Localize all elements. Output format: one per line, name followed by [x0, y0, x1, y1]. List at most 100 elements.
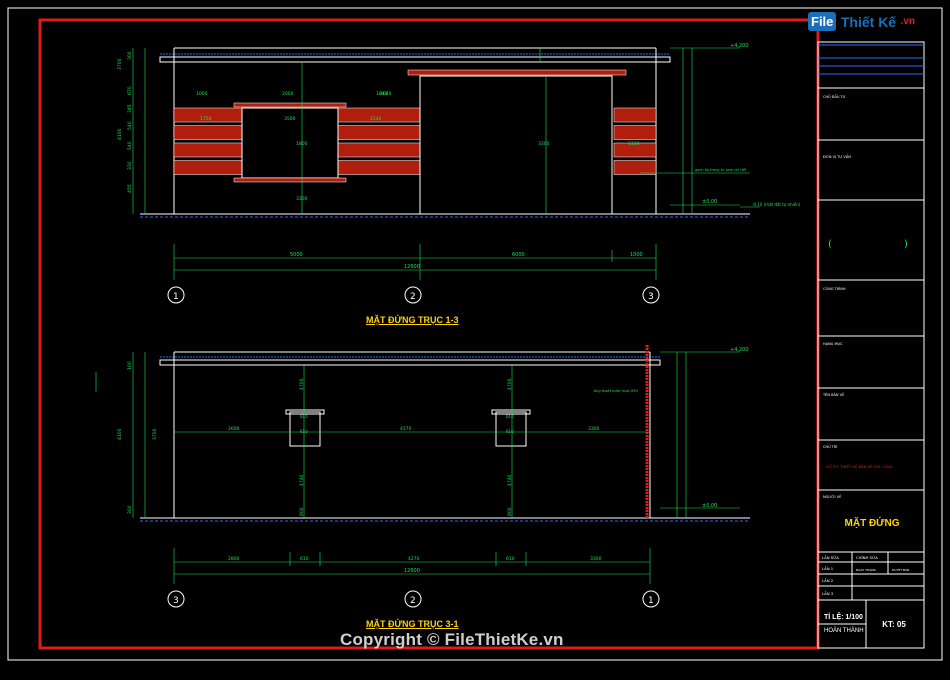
- grid-axis-label: 1: [173, 292, 179, 302]
- title-block-label: NGƯỜI VẼ: [823, 494, 841, 499]
- title-block-label: ĐƠN VỊ TƯ VẤN: [823, 154, 851, 159]
- grid-axis-marker: [642, 590, 660, 608]
- outer-frame: [7, 7, 943, 661]
- title-block-labels: CHỦ ĐẦU TƯ ĐƠN VỊ TƯ VẤN CÔNG TRÌNH HẠNG MỤ…: [822, 94, 909, 596]
- dim-left: 670: [127, 86, 133, 95]
- dim-left: 3700: [152, 428, 158, 440]
- dim-inner: 3500: [284, 116, 296, 122]
- grid-axis-marker: [404, 286, 422, 304]
- dim-part: 4270: [408, 556, 420, 562]
- site-logo: File Thiết Kế .vn: [808, 12, 923, 42]
- dim-overall: 12600: [404, 568, 420, 574]
- dim-part: 6000: [512, 252, 525, 258]
- dim-inner: 2140: [370, 116, 382, 122]
- title-block-label: HẠNG MỤC: [823, 342, 843, 346]
- level-label: ±0,00: [702, 199, 717, 205]
- dim-vertical: 800: [299, 507, 305, 516]
- dim-left: 300: [127, 51, 133, 60]
- dim-left: 300: [127, 505, 133, 514]
- window-opening: [241, 107, 339, 179]
- logo-suffix: .vn: [900, 16, 915, 27]
- logo-box-text: File: [808, 12, 837, 31]
- brick-band: [613, 142, 657, 158]
- grid-axis-marker: [167, 286, 185, 304]
- elevation-1-3: [132, 47, 760, 280]
- dim-part: 610: [300, 556, 309, 562]
- dim-top: 1000: [196, 91, 208, 97]
- dim-window: 610: [506, 429, 514, 434]
- dim-part: 3300: [590, 556, 602, 562]
- dim-top: 2040: [380, 91, 392, 97]
- grid-axis-label: 3: [173, 596, 179, 606]
- title-block-label: CHỦ ĐẦU TƯ: [823, 94, 846, 99]
- dim-inner: 3300: [296, 196, 308, 202]
- dim-left: 4100: [117, 128, 123, 140]
- dim-left: 540: [127, 121, 133, 130]
- elevation-3-1: [95, 345, 750, 584]
- revision-row: LẦN SỬA: [822, 555, 839, 560]
- drawing-code: KT: 05: [882, 620, 906, 629]
- brick-band: [337, 142, 421, 158]
- bracket-close: ): [904, 239, 908, 250]
- dim-top: 1840: [376, 91, 388, 97]
- title-block-label: TÊN BẢN VẼ: [822, 392, 844, 397]
- level-label: -0,10 (mặt đất tự nhiên): [752, 202, 801, 207]
- brick-cladding: [173, 107, 657, 175]
- dim-left: 4100: [117, 428, 123, 440]
- revision-row: LẦN 1: [822, 566, 834, 571]
- dim-span: 2600: [228, 426, 240, 432]
- dim-left: 345: [127, 104, 133, 113]
- title-block-label: CHỦ TRÌ: [823, 444, 837, 449]
- revision-col: DUYỆT BẢN: [892, 567, 909, 572]
- caption-elevation-3-1: MẶT ĐỨNG TRỤC 3-1: [366, 619, 459, 629]
- drawing-title: MẶT ĐỨNG: [844, 518, 900, 529]
- dim-part: 1000: [630, 252, 643, 258]
- dim-vertical: 1700: [299, 378, 305, 390]
- level-label: +4,200: [730, 43, 749, 49]
- copyright-watermark: Copyright © FileThietKe.vn: [340, 630, 564, 649]
- dim-inner: 3300: [538, 141, 550, 147]
- brick-band: [613, 107, 657, 123]
- dim-part: 2800: [228, 556, 240, 562]
- title-block-label: CÔNG TRÌNH: [823, 286, 846, 291]
- brick-band: [337, 125, 421, 140]
- bracket-open: (: [828, 239, 832, 250]
- brick-band: [613, 125, 657, 140]
- vent-window-right: [495, 411, 527, 447]
- date-label: HOÀN THÀNH: [824, 628, 864, 634]
- red-label: HỒ SƠ THIẾT KẾ BẢN VẼ THI CÔNG: [826, 463, 893, 469]
- brick-band: [613, 160, 657, 175]
- door-opening: [419, 75, 613, 215]
- brick-band: [173, 142, 243, 158]
- dim-inner: 1800: [296, 141, 308, 147]
- logo-name: Thiết Kế: [840, 13, 897, 30]
- dim-window: 610: [300, 429, 308, 434]
- level-label: +4,200: [730, 347, 749, 353]
- grid-axis-marker: [642, 286, 660, 304]
- title-block: [817, 41, 925, 649]
- dim-vertical: 1740: [299, 474, 305, 486]
- dim-left: 540: [127, 141, 133, 150]
- grid-axis-label: 2: [410, 292, 416, 302]
- dim-left: 330: [127, 161, 133, 170]
- level-label: ±0,00: [702, 503, 717, 509]
- vent-window-left: [289, 411, 321, 447]
- dim-top: 2000: [282, 91, 294, 97]
- revision-row: LẦN 2: [822, 578, 834, 583]
- revision-col: NGÀY THÁNG: [856, 567, 877, 572]
- dim-vertical: 1740: [507, 474, 513, 486]
- drawing-frame: [38, 18, 820, 650]
- dim-window: 610: [300, 414, 308, 419]
- note-downpipe: ống thoát nước mưa D90: [594, 389, 638, 393]
- caption-elevation-1-3: MẶT ĐỨNG TRỤC 1-3: [366, 315, 459, 325]
- dim-left: 3700: [117, 58, 123, 70]
- dim-inner: 1750: [200, 116, 212, 122]
- brick-band: [173, 160, 243, 175]
- dim-vertical: 800: [507, 507, 513, 516]
- grid-axis-label: 1: [648, 596, 654, 606]
- grid-axis-marker: [167, 590, 185, 608]
- grid-axis-label: 2: [410, 596, 416, 606]
- dim-overall: 12600: [404, 264, 420, 270]
- revision-col: CHỈNH SỬA: [856, 555, 878, 560]
